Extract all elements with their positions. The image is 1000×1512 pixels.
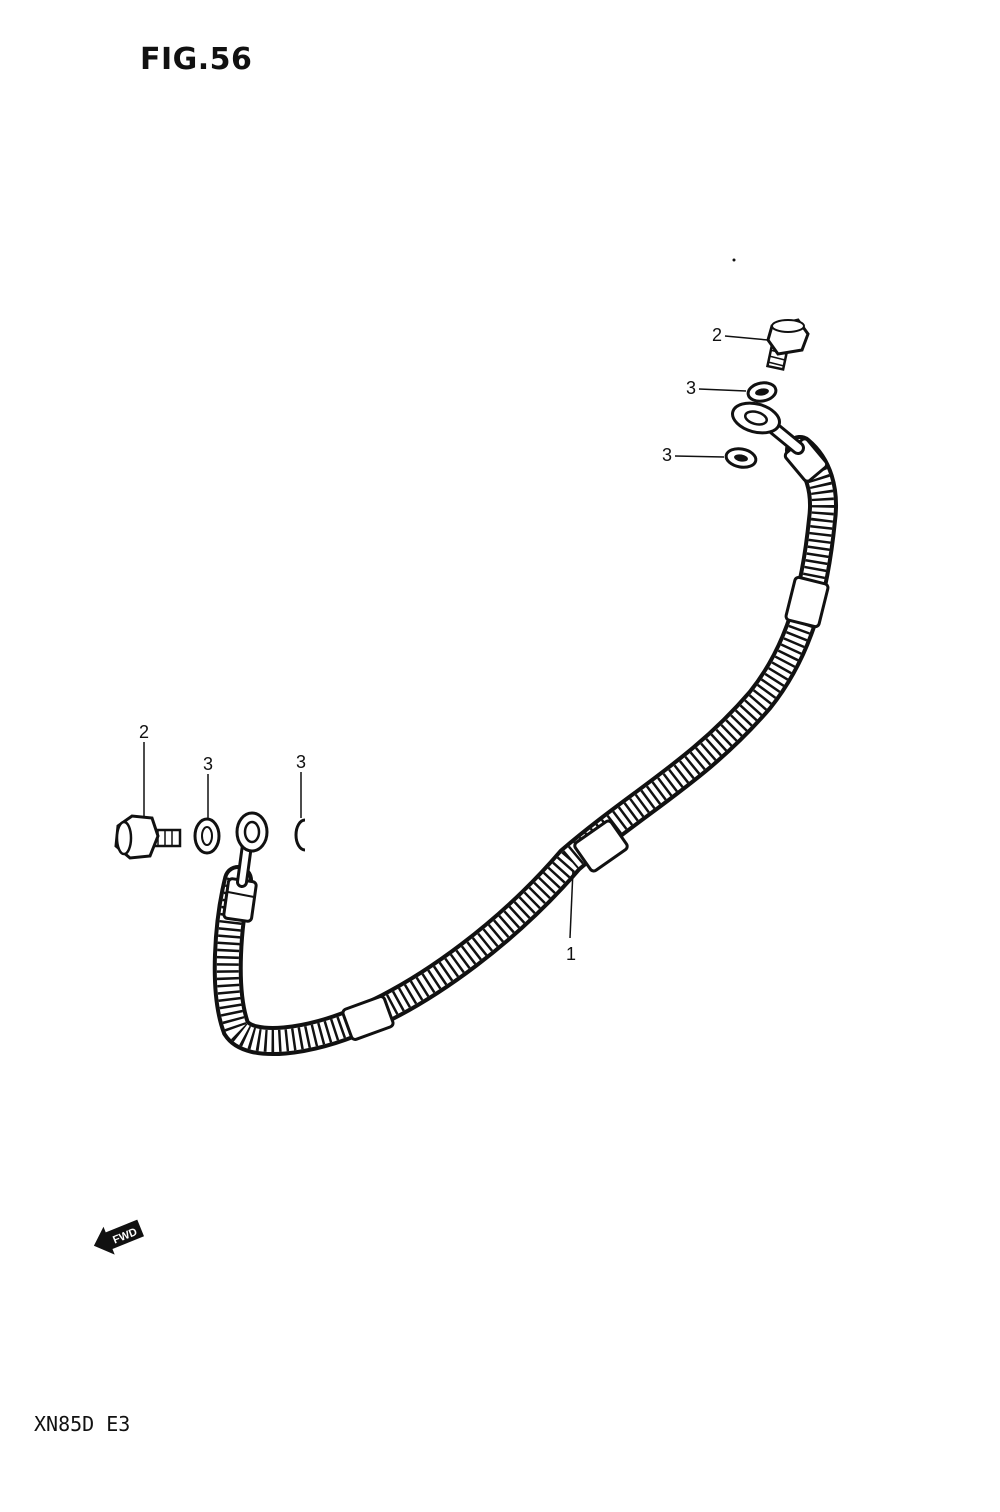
washer-icon (724, 447, 758, 469)
svg-text:3: 3 (296, 752, 306, 772)
bolt-icon (765, 318, 810, 371)
callout-3-top-upper: 3 (686, 378, 747, 398)
banjo-fitting-right (731, 401, 805, 455)
callout-3-left-a: 3 (203, 754, 213, 818)
callout-2-top: 2 (712, 325, 769, 345)
model-code: XN85D E3 (34, 1412, 131, 1436)
washer-icon (193, 817, 221, 855)
callout-3-left-b: 3 (296, 752, 306, 818)
hose-sleeve-middle (573, 819, 629, 873)
scan-dot (732, 258, 736, 262)
washer-icon (294, 818, 306, 852)
svg-text:3: 3 (203, 754, 213, 774)
fwd-arrow-icon: FWD (93, 1219, 144, 1255)
callout-3-top-lower: 3 (662, 445, 725, 465)
svg-text:2: 2 (139, 722, 149, 742)
bolt-icon (114, 814, 182, 860)
figure-title: FIG.56 (140, 42, 253, 77)
hose-icon (212, 435, 838, 1057)
svg-text:3: 3 (662, 445, 672, 465)
hose-sleeve-lower (341, 995, 395, 1041)
svg-text:1: 1 (566, 944, 576, 964)
banjo-fitting-left (235, 811, 269, 888)
svg-text:3: 3 (686, 378, 696, 398)
callout-2-left: 2 (139, 722, 149, 818)
washer-icon (746, 381, 778, 403)
svg-text:2: 2 (712, 325, 722, 345)
callout-1-hose: 1 (566, 869, 576, 964)
hose-sleeve-upper (784, 575, 830, 629)
